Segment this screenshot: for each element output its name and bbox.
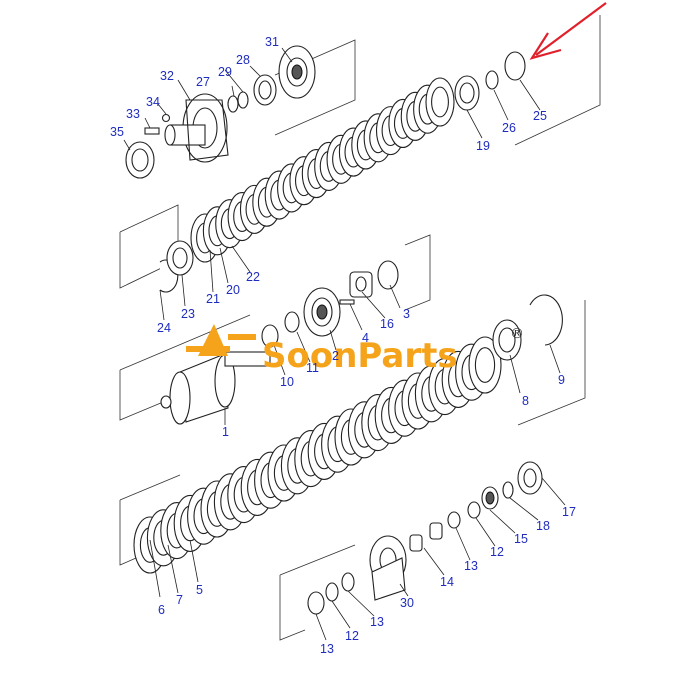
upper-disc-stack	[190, 77, 455, 263]
gear-30	[369, 535, 407, 601]
callout-17: 17	[562, 505, 576, 519]
ring-3	[377, 260, 399, 290]
callout-26: 26	[502, 121, 516, 135]
ring-13-left-a	[307, 591, 325, 615]
rings-27-29	[227, 91, 249, 113]
callout-13-right: 13	[464, 559, 478, 573]
red-pointer-arrow	[529, 2, 607, 60]
callout-4: 4	[362, 331, 369, 345]
callout-1: 1	[222, 425, 229, 439]
pin-4	[339, 299, 355, 305]
callout-25: 25	[533, 109, 547, 123]
callout-30: 30	[400, 596, 414, 610]
ring-13-left-b	[341, 572, 355, 592]
callout-35: 35	[110, 125, 124, 139]
plate-23	[166, 240, 194, 276]
callout-12-left: 12	[345, 629, 359, 643]
ring-11	[284, 311, 300, 333]
callout-34: 34	[146, 95, 160, 109]
ring-12-right	[467, 501, 481, 519]
hub-31	[278, 45, 316, 99]
frame-lines	[119, 15, 601, 641]
main-shaft-1	[160, 351, 271, 425]
callout-labels: 1 2 3 4 5 6 7 8 9 10 11 12 12 13 13 13 1…	[110, 35, 576, 656]
callout-13-left-a: 13	[320, 642, 334, 656]
plate-19	[454, 75, 480, 111]
snap-ring-9	[529, 294, 563, 346]
callout-18: 18	[536, 519, 550, 533]
ring-13-right	[447, 511, 461, 529]
callout-23: 23	[181, 307, 195, 321]
callout-31: 31	[265, 35, 279, 49]
callout-21: 21	[206, 292, 220, 306]
bearing-15	[481, 486, 499, 510]
callout-32: 32	[160, 69, 174, 83]
bolt-33-34	[144, 113, 171, 135]
callout-14: 14	[440, 575, 454, 589]
callout-29: 29	[218, 65, 232, 79]
callout-7: 7	[176, 593, 183, 607]
bearing-35	[125, 141, 155, 179]
callout-10: 10	[280, 375, 294, 389]
callout-19: 19	[476, 139, 490, 153]
callout-6: 6	[158, 603, 165, 617]
callout-22: 22	[246, 270, 260, 284]
callout-3: 3	[403, 307, 410, 321]
ring-26	[485, 70, 499, 90]
callout-9: 9	[558, 373, 565, 387]
callout-12-right: 12	[490, 545, 504, 559]
bearing-17	[517, 461, 543, 495]
lower-stack-disc-bore	[474, 347, 496, 383]
callout-5: 5	[196, 583, 203, 597]
bearing-28	[253, 74, 277, 106]
upper-stack-disc-bore	[431, 86, 449, 118]
callout-11: 11	[306, 361, 319, 375]
callout-2: 2	[332, 349, 339, 363]
snap-ring-18	[502, 481, 514, 499]
callout-33: 33	[126, 107, 140, 121]
callout-27: 27	[196, 75, 210, 89]
callout-20: 20	[226, 283, 240, 297]
bearing-16	[349, 271, 373, 298]
carrier-2	[303, 287, 341, 337]
plate-8	[492, 319, 522, 361]
gear-shaft-32	[164, 93, 229, 163]
brand-watermark-text: SoonParts	[262, 336, 458, 376]
snap-ring-25	[504, 51, 526, 81]
needle-bearing-14	[409, 522, 443, 552]
callout-15: 15	[514, 532, 528, 546]
callout-8: 8	[522, 394, 529, 408]
callout-16: 16	[380, 317, 394, 331]
callout-24: 24	[157, 321, 171, 335]
leader-lines	[123, 47, 566, 641]
callout-28: 28	[236, 53, 250, 67]
soonparts-logo: SoonParts ®	[186, 324, 524, 376]
callout-13-left-b: 13	[370, 615, 384, 629]
lower-disc-stack	[133, 336, 502, 574]
registered-mark: ®	[510, 326, 524, 342]
ring-12-left	[325, 582, 339, 602]
ring-10	[261, 324, 279, 348]
